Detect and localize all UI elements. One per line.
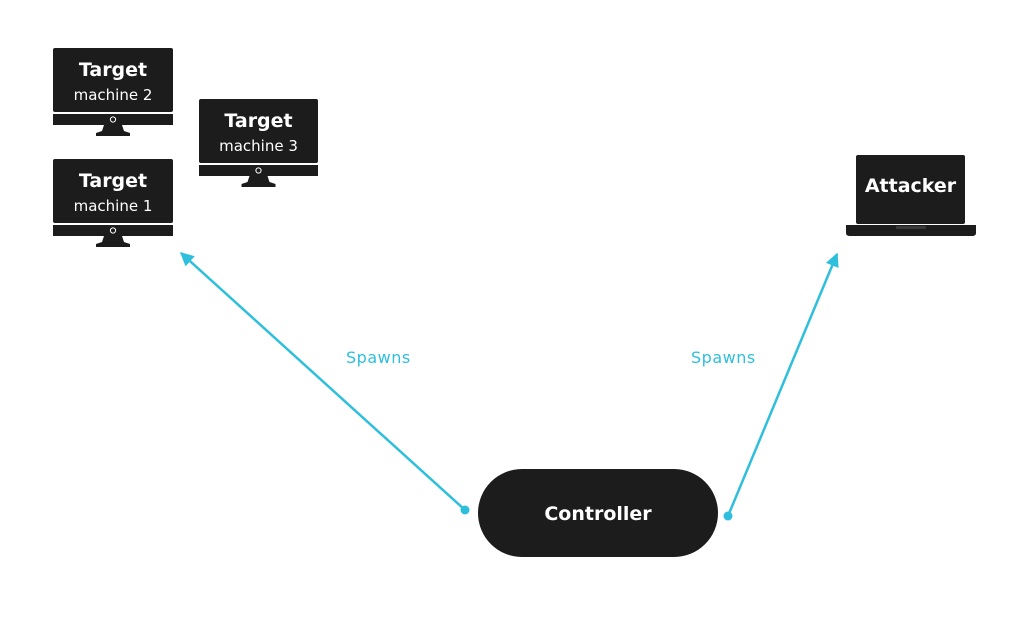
controller-node: Controller bbox=[478, 469, 718, 557]
node-title: Target bbox=[79, 170, 147, 192]
controller-label: Controller bbox=[544, 503, 652, 525]
target-machine-3-monitor: Target machine 3 bbox=[199, 99, 318, 187]
edge-controller-to-target-1: Spawns bbox=[179, 252, 470, 515]
node-title: Attacker bbox=[865, 175, 957, 197]
monitor-screen bbox=[199, 99, 318, 163]
edge-label: Spawns bbox=[346, 348, 411, 367]
monitor-stand-icon bbox=[96, 236, 130, 247]
monitor-bezel bbox=[199, 165, 318, 176]
power-indicator-icon bbox=[109, 116, 117, 123]
node-title: Target bbox=[79, 59, 147, 81]
monitor-stand-icon bbox=[96, 125, 130, 136]
power-indicator-icon bbox=[109, 227, 117, 234]
monitor-screen bbox=[53, 48, 173, 112]
node-subtitle: machine 3 bbox=[219, 137, 298, 155]
node-title: Target bbox=[224, 110, 292, 132]
power-indicator-icon bbox=[255, 167, 262, 174]
arrow-line bbox=[726, 252, 839, 517]
monitor-screen bbox=[53, 159, 173, 223]
laptop-base-icon bbox=[846, 225, 976, 236]
arrow-origin-dot bbox=[723, 511, 733, 521]
attacker-laptop: Attacker bbox=[846, 155, 976, 236]
monitor-bezel bbox=[53, 225, 173, 236]
node-subtitle: machine 1 bbox=[74, 197, 153, 215]
controller-pill bbox=[478, 469, 718, 557]
target-machine-2-monitor: Target machine 2 bbox=[53, 48, 173, 136]
target-machine-1-monitor: Target machine 1 bbox=[53, 159, 173, 247]
arrow-origin-dot bbox=[460, 505, 470, 515]
edge-controller-to-attacker: Spawns bbox=[691, 252, 839, 521]
node-subtitle: machine 2 bbox=[74, 86, 153, 104]
monitor-bezel bbox=[53, 114, 173, 125]
laptop-notch bbox=[896, 226, 926, 229]
arrow-line bbox=[179, 252, 466, 511]
monitor-stand-icon bbox=[241, 176, 276, 187]
laptop-screen bbox=[856, 155, 965, 224]
edge-label: Spawns bbox=[691, 348, 756, 367]
